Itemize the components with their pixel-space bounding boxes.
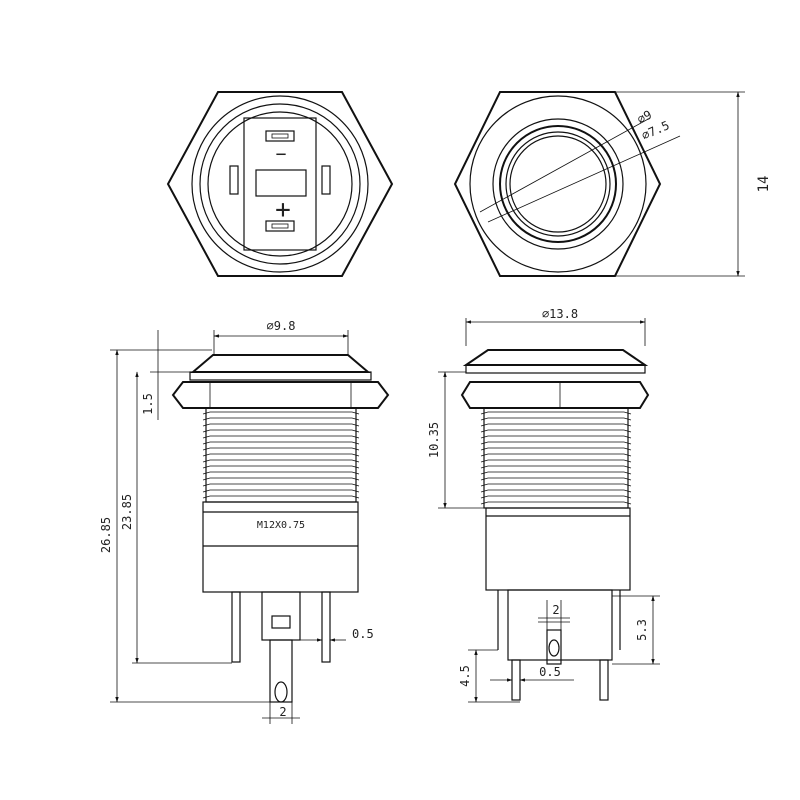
thread-ridge: [480, 483, 632, 487]
center-pin-hole: [274, 681, 288, 703]
thread-ridge: [480, 423, 632, 427]
dim-right-2: 2: [552, 603, 559, 617]
thread-body-right: [480, 407, 632, 509]
dim-right-dia-13-8: ⌀13.8: [542, 307, 578, 321]
thread-ridge: [480, 471, 632, 475]
collar-ring-right: [465, 364, 646, 374]
thread-ridge: [202, 459, 360, 463]
thread-ridge: [480, 435, 632, 439]
front-bezel-outer: [469, 95, 647, 273]
thread-ridge: [202, 453, 360, 457]
thread-outline: [205, 407, 357, 503]
thread-ridge: [480, 453, 632, 457]
terminal-top: [265, 130, 295, 142]
bezel-top: [190, 354, 371, 373]
terminal-bottom: [265, 220, 295, 232]
side-view-right: ⌀13.8 10.35 2 5.3 4.5 0.5: [427, 307, 660, 703]
dim-right-0-5: 0.5: [539, 665, 561, 679]
thread-ridge: [202, 483, 360, 487]
front-view: ⌀9 ⌀7.5 14: [453, 91, 772, 277]
bezel-top-right: [462, 349, 649, 366]
thread-ridge: [202, 447, 360, 451]
plus-symbol: +: [275, 195, 291, 225]
dim-front-dia-9: ⌀9: [635, 108, 654, 127]
right-terminal-left: [511, 659, 521, 701]
thread-ridge: [480, 465, 632, 469]
terminal-bottom-slot: [271, 223, 289, 229]
housing-ring-circle: [199, 103, 361, 265]
thread-ridge: [202, 435, 360, 439]
thread-ridge: [202, 477, 360, 481]
side-view-left: M12X0.75 ⌀9.8 1.5 26.85 23.85 0.5 2: [99, 319, 390, 724]
center-terminal-hole-right: [548, 639, 560, 657]
front-led-ring-outer: [499, 125, 617, 243]
center-terminal-slot: [271, 615, 291, 629]
dim-right-10-35: 10.35: [427, 422, 441, 458]
lower-body-right: [485, 507, 631, 591]
thread-ridge: [480, 501, 632, 505]
thread-body: [202, 407, 360, 503]
base-housing-right: [507, 589, 613, 661]
front-bezel-ring: [492, 118, 624, 250]
dim-left-dia-9-8: ⌀9.8: [267, 319, 296, 333]
thread-ridge: [480, 495, 632, 499]
dim-left-0-5: 0.5: [352, 627, 374, 641]
thread-ridge: [202, 495, 360, 499]
hex-nut-side: [171, 381, 390, 409]
dim-left-26-85: 26.85: [99, 517, 113, 553]
center-pin: [269, 639, 293, 703]
right-terminal-right: [599, 659, 609, 701]
thread-ridge: [202, 423, 360, 427]
thread-ridge: [480, 447, 632, 451]
thread-ridge: [202, 465, 360, 469]
lower-body: [202, 501, 359, 593]
thread-ridge: [202, 489, 360, 493]
terminal-left: [229, 165, 239, 195]
dim-right-4-5: 4.5: [458, 665, 472, 687]
dim-left-23-85: 23.85: [120, 494, 134, 530]
thread-ridge: [480, 411, 632, 415]
front-hex-nut-outline: [453, 91, 662, 277]
thread-ridge: [480, 477, 632, 481]
thread-ridge: [480, 441, 632, 445]
collar-ring: [189, 371, 372, 381]
thread-ridge: [202, 429, 360, 433]
housing-inner-circle: [207, 111, 353, 257]
hex-nut-side-right: [460, 381, 650, 409]
thread-ridge: [202, 417, 360, 421]
thread-ridge: [202, 471, 360, 475]
rear-view: − +: [166, 91, 394, 277]
terminal-right-pin: [321, 591, 331, 663]
thread-ridge: [202, 411, 360, 415]
terminal-right: [321, 165, 331, 195]
housing-outer-circle: [191, 95, 369, 273]
thread-outline: [483, 407, 629, 509]
dim-front-height-14: 14: [756, 176, 772, 193]
dim-right-5-3: 5.3: [635, 619, 649, 641]
front-led-ring-inner: [505, 131, 611, 237]
dim-left-2: 2: [279, 705, 286, 719]
dim-left-1-5: 1.5: [141, 393, 155, 415]
dia-9-leader: [479, 117, 651, 213]
hex-nut-outline: [166, 91, 394, 277]
terminal-block: [243, 117, 317, 251]
front-button-cap: [509, 135, 607, 233]
terminal-top-slot: [271, 133, 289, 139]
terminal-left-pin: [231, 591, 241, 663]
minus-symbol: −: [276, 144, 287, 165]
thread-ridge: [202, 441, 360, 445]
thread-ridge: [480, 459, 632, 463]
led-window: [255, 169, 307, 197]
thread-ridge: [480, 429, 632, 433]
dia-7-5-leader: [487, 135, 681, 223]
thread-ridge: [480, 489, 632, 493]
center-terminal-right: [546, 629, 562, 665]
thread-spec-label: M12X0.75: [257, 520, 305, 531]
thread-ridge: [480, 417, 632, 421]
